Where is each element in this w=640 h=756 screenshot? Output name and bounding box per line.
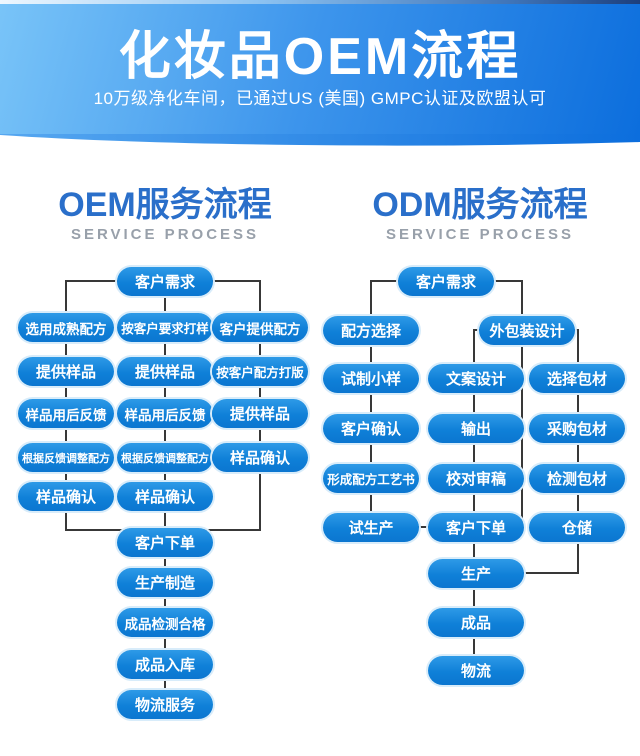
oem-top-node: 客户需求	[117, 267, 213, 296]
odm-node: 校对审稿	[428, 464, 524, 493]
odm-top-node: 客户需求	[398, 267, 494, 296]
odm-node: 试生产	[323, 513, 419, 542]
oem-node: 按客户配方打版	[212, 357, 308, 386]
oem-node: 按客户要求打样	[117, 313, 213, 342]
top-edge-strip	[0, 0, 640, 4]
flow-connector	[473, 330, 475, 670]
oem-node: 根据反馈调整配方	[117, 443, 213, 472]
page-subtitle: 10万级净化车间，已通过US (美国) GMPC认证及欧盟认可	[93, 89, 547, 108]
flow-connector	[521, 280, 523, 526]
odm-node: 物流	[428, 656, 524, 685]
odm-node: 仓储	[529, 513, 625, 542]
oem-section-heading: OEM服务流程 SERVICE PROCESS	[0, 186, 330, 243]
odm-section-title: ODM服务流程	[372, 186, 588, 224]
odm-node: 配方选择	[323, 316, 419, 345]
odm-node: 客户确认	[323, 414, 419, 443]
oem-node: 提供样品	[117, 357, 213, 386]
odm-node: 采购包材	[529, 414, 625, 443]
oem-node: 提供样品	[18, 357, 114, 386]
oem-section-subtitle: SERVICE PROCESS	[70, 226, 260, 243]
flow-connector	[522, 572, 579, 574]
oem-node: 提供样品	[212, 399, 308, 428]
odm-section-heading: ODM服务流程 SERVICE PROCESS	[320, 186, 640, 243]
header-banner-curve	[0, 134, 640, 146]
oem-node: 物流服务	[117, 690, 213, 719]
odm-node: 选择包材	[529, 364, 625, 393]
header-banner	[0, 0, 640, 134]
oem-node: 样品用后反馈	[18, 399, 114, 428]
oem-node: 样品用后反馈	[117, 399, 213, 428]
oem-node: 样品确认	[212, 443, 308, 472]
oem-node: 选用成熟配方	[18, 313, 114, 342]
odm-package-node: 外包装设计	[479, 316, 575, 345]
odm-node: 文案设计	[428, 364, 524, 393]
oem-node: 生产制造	[117, 568, 213, 597]
oem-node: 根据反馈调整配方	[18, 443, 114, 472]
odm-node: 试制小样	[323, 364, 419, 393]
odm-node: 成品	[428, 608, 524, 637]
flow-connector	[370, 280, 372, 528]
odm-node: 检测包材	[529, 464, 625, 493]
flow-connector	[412, 526, 436, 528]
odm-node: 生产	[428, 559, 524, 588]
page-title: 化妆品OEM流程	[118, 28, 522, 86]
odm-section-subtitle: SERVICE PROCESS	[385, 226, 575, 243]
oem-node: 成品入库	[117, 650, 213, 679]
oem-node: 成品检测合格	[117, 608, 213, 637]
flow-connector	[577, 330, 579, 574]
oem-section-title: OEM服务流程	[58, 186, 272, 224]
oem-node: 样品确认	[117, 482, 213, 511]
oem-node: 样品确认	[18, 482, 114, 511]
odm-node: 输出	[428, 414, 524, 443]
odm-node: 客户下单	[428, 513, 524, 542]
oem-merge-node: 客户下单	[117, 528, 213, 557]
oem-node: 客户提供配方	[212, 313, 308, 342]
odm-node: 形成配方工艺书	[323, 464, 419, 493]
